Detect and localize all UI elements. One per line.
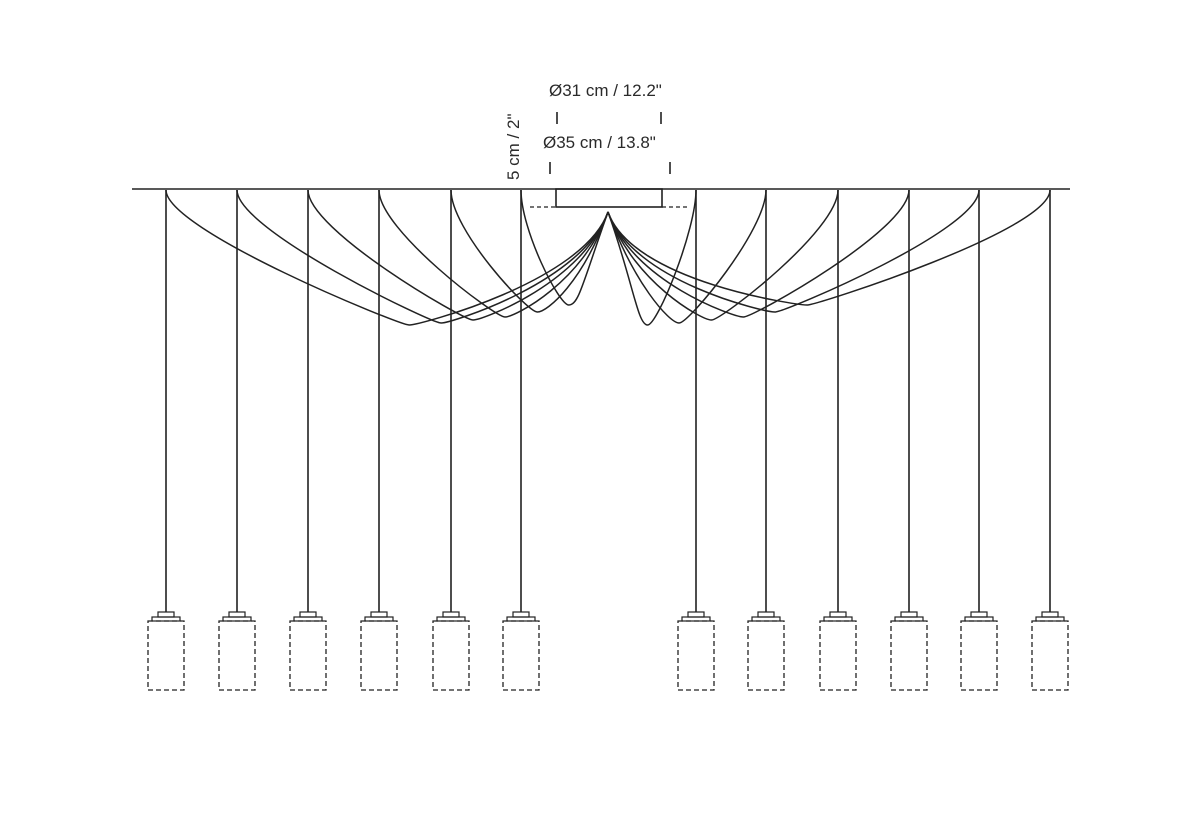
draped-cable-right-1 [607, 189, 697, 326]
pendant-socket-left-6 [512, 611, 530, 618]
pendant-socket-right-6 [1041, 611, 1059, 618]
pendant-socket-right-1 [687, 611, 705, 618]
draped-cable-right-3 [607, 189, 839, 321]
pendant-right-3 [819, 611, 857, 691]
pendant-socket-left-3 [299, 611, 317, 618]
draped-cable-left-2 [236, 189, 609, 324]
canopy-outer-diameter-label: Ø35 cm / 13.8" [543, 133, 656, 152]
draped-cable-left-1 [165, 189, 609, 326]
pendant-socket-right-4 [900, 611, 918, 618]
dimension-ticks [549, 112, 671, 174]
draped-cable-left-5 [450, 189, 609, 313]
pendant-right-6 [1031, 611, 1069, 691]
pendant-socket-left-5 [442, 611, 460, 618]
pendant-socket-right-2 [757, 611, 775, 618]
pendant-shade-left-1 [147, 620, 185, 691]
pendant-right-4 [890, 611, 928, 691]
pendant-right-5 [960, 611, 998, 691]
pendant-shade-left-5 [432, 620, 470, 691]
pendant-socket-left-4 [370, 611, 388, 618]
pendant-left-1 [147, 611, 185, 691]
pendant-shade-right-1 [677, 620, 715, 691]
pendant-left-4 [360, 611, 398, 691]
pendant-shade-right-5 [960, 620, 998, 691]
draped-cable-right-5 [607, 189, 980, 313]
pendant-left-6 [502, 611, 540, 691]
pendant-socket-right-3 [829, 611, 847, 618]
pendant-socket-left-1 [157, 611, 175, 618]
pendant-shade-left-2 [218, 620, 256, 691]
pendant-left-2 [218, 611, 256, 691]
pendant-left-3 [289, 611, 327, 691]
draped-cable-left-3 [307, 189, 609, 321]
pendant-shade-left-3 [289, 620, 327, 691]
pendant-shade-right-4 [890, 620, 928, 691]
canopy-height-label: 5 cm / 2" [504, 114, 523, 181]
pendant-left-5 [432, 611, 470, 691]
pendant-shade-right-6 [1031, 620, 1069, 691]
draped-cable-left-6 [520, 189, 609, 306]
cable-group [165, 189, 1051, 612]
draped-cable-left-4 [378, 189, 609, 318]
pendant-right-1 [677, 611, 715, 691]
canopy [530, 188, 688, 208]
draped-cable-right-4 [607, 189, 910, 318]
pendant-group [147, 611, 1069, 691]
pendant-shade-left-6 [502, 620, 540, 691]
pendant-shade-left-4 [360, 620, 398, 691]
draped-cable-right-6 [607, 189, 1051, 306]
canopy-inner-diameter-label: Ø31 cm / 12.2" [549, 81, 662, 100]
pendant-shade-right-3 [819, 620, 857, 691]
pendant-socket-right-5 [970, 611, 988, 618]
pendant-right-2 [747, 611, 785, 691]
pendant-shade-right-2 [747, 620, 785, 691]
pendant-socket-left-2 [228, 611, 246, 618]
draped-cable-right-2 [607, 189, 767, 324]
